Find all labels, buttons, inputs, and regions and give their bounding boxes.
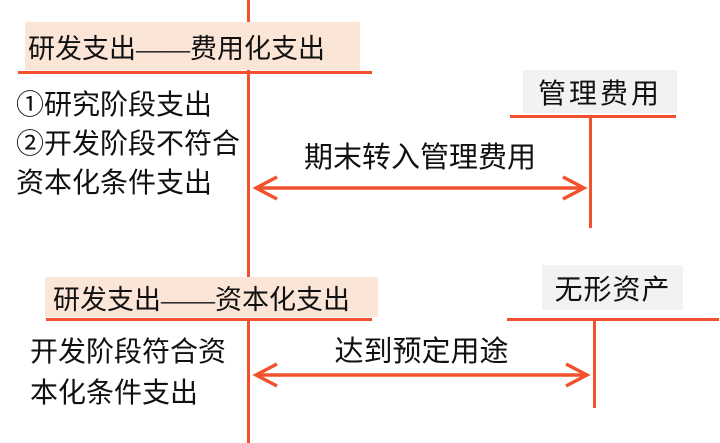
transfer-to-admin-arrow bbox=[252, 173, 588, 203]
intangible-assets-stem-line bbox=[593, 318, 596, 408]
rd-expensed-debit-line-3: 资本化条件支出 bbox=[16, 168, 213, 199]
rd-capitalized-title-box: 研发支出——资本化支出 bbox=[45, 277, 378, 317]
double-arrow-icon bbox=[252, 362, 591, 388]
admin-expense-title-box: 管理费用 bbox=[523, 70, 677, 113]
admin-expense-top-line bbox=[510, 115, 676, 118]
intangible-assets-title-box: 无形资产 bbox=[542, 265, 683, 310]
double-arrow-icon bbox=[252, 175, 588, 201]
rd-capitalized-top-line bbox=[46, 318, 372, 321]
rd-expensed-debit-entries: ①研究阶段支出 ②开发阶段不符合 资本化条件支出 bbox=[16, 86, 240, 203]
rd-capitalized-debit-line-2: 本化条件支出 bbox=[30, 378, 199, 409]
rd-expensed-stem-line bbox=[247, 0, 250, 277]
rd-expensed-top-line bbox=[18, 71, 372, 74]
admin-expense-title: 管理费用 bbox=[537, 78, 662, 110]
transfer-to-admin-label: 期末转入管理费用 bbox=[303, 142, 536, 174]
reach-intended-use-label: 达到预定用途 bbox=[334, 336, 509, 368]
admin-expense-stem-line bbox=[589, 115, 592, 228]
rd-expensed-debit-line-2: ②开发阶段不符合 bbox=[16, 129, 241, 160]
rd-expensed-title: 研发支出——费用化支出 bbox=[28, 33, 325, 64]
rd-expensed-debit-line-1: ①研究阶段支出 bbox=[16, 90, 213, 121]
rd-expensed-title-box: 研发支出——费用化支出 bbox=[25, 22, 360, 70]
intangible-assets-title: 无形资产 bbox=[554, 274, 671, 306]
rd-capitalized-debit-entries: 开发阶段符合资 本化条件支出 bbox=[30, 332, 226, 414]
rd-capitalized-title: 研发支出——资本化支出 bbox=[53, 284, 350, 315]
rd-capitalized-stem-line bbox=[247, 318, 250, 443]
rd-capitalized-debit-line-1: 开发阶段符合资 bbox=[30, 337, 227, 368]
intangible-assets-top-line bbox=[507, 318, 719, 321]
reach-intended-use-arrow bbox=[252, 360, 591, 390]
